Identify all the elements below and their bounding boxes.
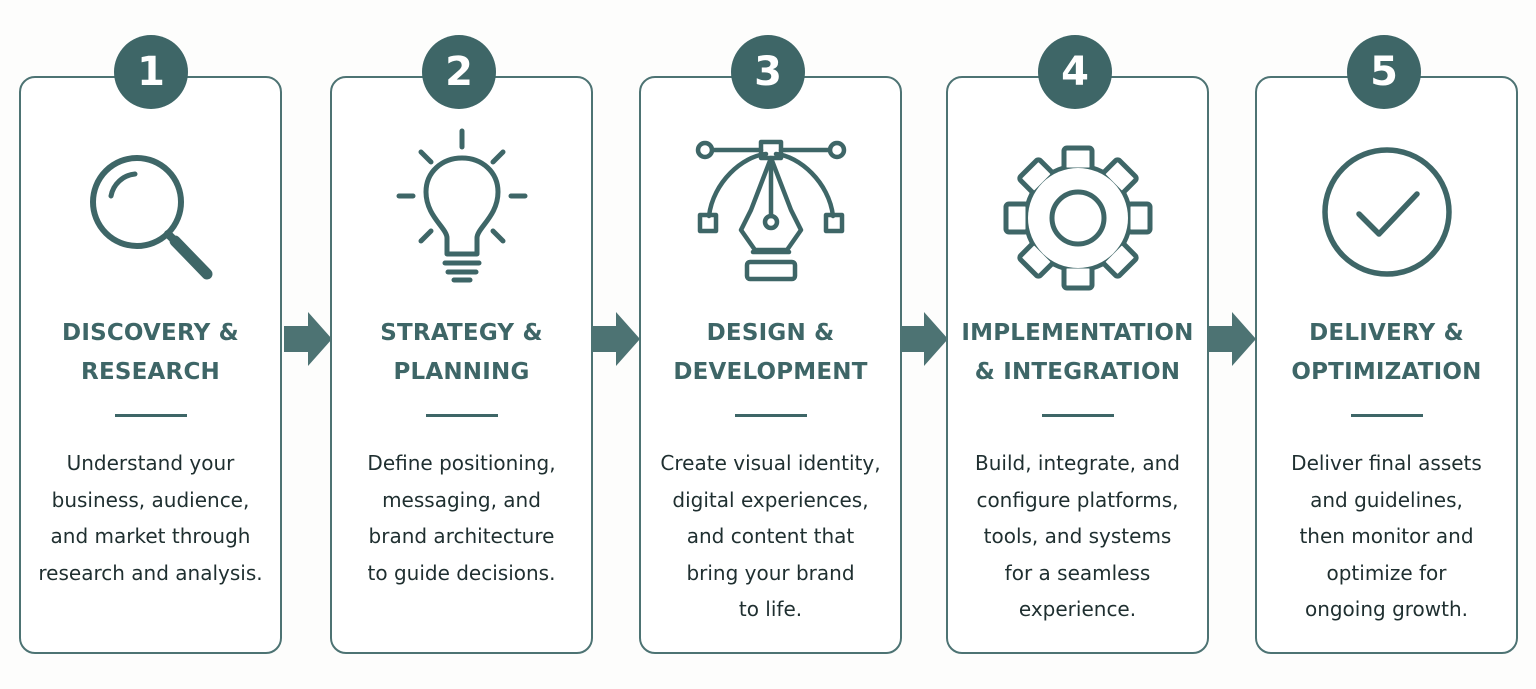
step-card-discovery: DISCOVERY & RESEARCH Understand your bus… bbox=[19, 76, 282, 654]
divider bbox=[734, 414, 807, 417]
step-number-badge: 3 bbox=[731, 35, 805, 109]
step-title: DISCOVERY & RESEARCH bbox=[62, 320, 239, 385]
gear-icon bbox=[998, 140, 1158, 300]
divider bbox=[1350, 414, 1423, 417]
step-title: STRATEGY & PLANNING bbox=[380, 320, 543, 385]
arrow-right-icon bbox=[592, 312, 640, 366]
arrow-right-icon bbox=[1208, 312, 1256, 366]
step-description: Deliver final assets and guidelines, the… bbox=[1291, 451, 1482, 621]
step-number-badge: 4 bbox=[1038, 35, 1112, 109]
step-card-strategy: STRATEGY & PLANNING Define positioning, … bbox=[330, 76, 593, 654]
arrow-right-icon bbox=[284, 312, 332, 366]
pen-tool-icon bbox=[691, 139, 851, 300]
step-title: IMPLEMENTATION & INTEGRATION bbox=[961, 320, 1194, 385]
step-card-implementation: IMPLEMENTATION & INTEGRATION Build, inte… bbox=[946, 76, 1209, 654]
step-description: Create visual identity, digital experien… bbox=[660, 451, 881, 621]
step-description: Define positioning, messaging, and brand… bbox=[367, 451, 556, 585]
lightbulb-icon bbox=[382, 128, 542, 300]
divider bbox=[1041, 414, 1114, 417]
step-number-badge: 2 bbox=[422, 35, 496, 109]
checkmark-circle-icon bbox=[1307, 140, 1467, 300]
step-card-delivery: DELIVERY & OPTIMIZATION Deliver final as… bbox=[1255, 76, 1518, 654]
divider bbox=[114, 414, 187, 417]
magnifying-glass-icon bbox=[71, 140, 231, 300]
step-card-design: DESIGN & DEVELOPMENT Create visual ident… bbox=[639, 76, 902, 654]
step-title: DESIGN & DEVELOPMENT bbox=[673, 320, 868, 385]
step-number-badge: 5 bbox=[1347, 35, 1421, 109]
step-description: Build, integrate, and configure platform… bbox=[975, 451, 1180, 621]
step-number-badge: 1 bbox=[114, 35, 188, 109]
arrow-right-icon bbox=[900, 312, 948, 366]
step-title: DELIVERY & OPTIMIZATION bbox=[1291, 320, 1482, 385]
divider bbox=[425, 414, 498, 417]
step-description: Understand your business, audience, and … bbox=[38, 451, 263, 585]
